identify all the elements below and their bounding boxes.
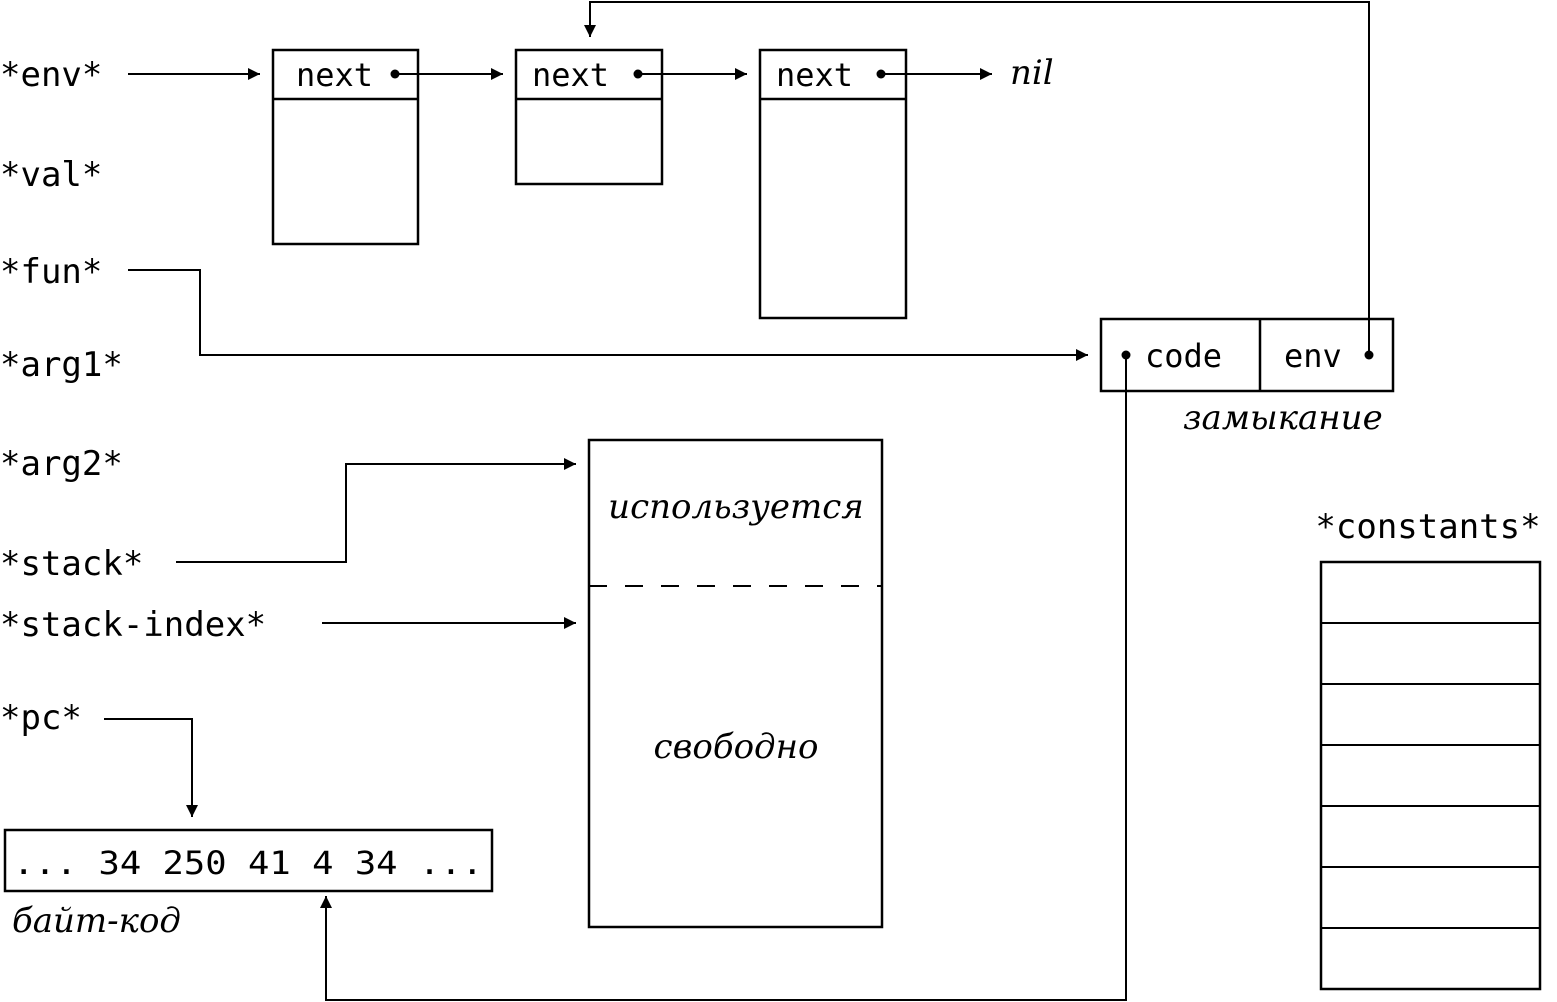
pc-pointer-arrow bbox=[104, 718, 198, 817]
env-frame-2-next-label: next bbox=[532, 56, 609, 94]
env-frame-3-next-label: next bbox=[776, 56, 853, 94]
stack-used-label: используется bbox=[608, 487, 864, 527]
stack-pointer-arrow bbox=[176, 458, 576, 563]
register-stack: *stack* bbox=[0, 544, 143, 584]
closure-env-label: env bbox=[1284, 337, 1342, 375]
register-fun: *fun* bbox=[0, 252, 102, 292]
nil-terminator: nil bbox=[1010, 53, 1054, 93]
bytecode-content: ... 34 250 41 4 34 ... bbox=[13, 844, 483, 882]
closure-caption: замыкание bbox=[1183, 398, 1383, 438]
constants-table bbox=[1319, 560, 1542, 991]
closure-object: code env bbox=[1099, 317, 1395, 393]
bytecode-caption: байт-код bbox=[12, 901, 181, 941]
register-arg1: *arg1* bbox=[0, 345, 123, 385]
closure-code-arrow bbox=[320, 355, 1127, 1001]
closure-code-label: code bbox=[1145, 337, 1222, 375]
env-frame-3: next bbox=[758, 48, 908, 320]
register-env: *env* bbox=[0, 55, 102, 95]
register-arg2: *arg2* bbox=[0, 444, 123, 484]
env-frame-2: next bbox=[514, 48, 664, 186]
register-stack-index: *stack-index* bbox=[0, 605, 266, 645]
env-frame-1-next-label: next bbox=[296, 56, 373, 94]
constants-title: *constants* bbox=[1315, 507, 1540, 547]
env-frame-1: next bbox=[271, 48, 420, 246]
register-pc: *pc* bbox=[0, 698, 82, 738]
stack-area: используется свободно bbox=[587, 438, 884, 929]
closure-env-arrow bbox=[584, 1, 1370, 355]
register-val: *val* bbox=[0, 155, 102, 195]
bytecode-strip: ... 34 250 41 4 34 ... bbox=[3, 828, 494, 893]
fun-pointer-arrow bbox=[128, 269, 1088, 361]
stack-free-label: свободно bbox=[654, 727, 819, 767]
